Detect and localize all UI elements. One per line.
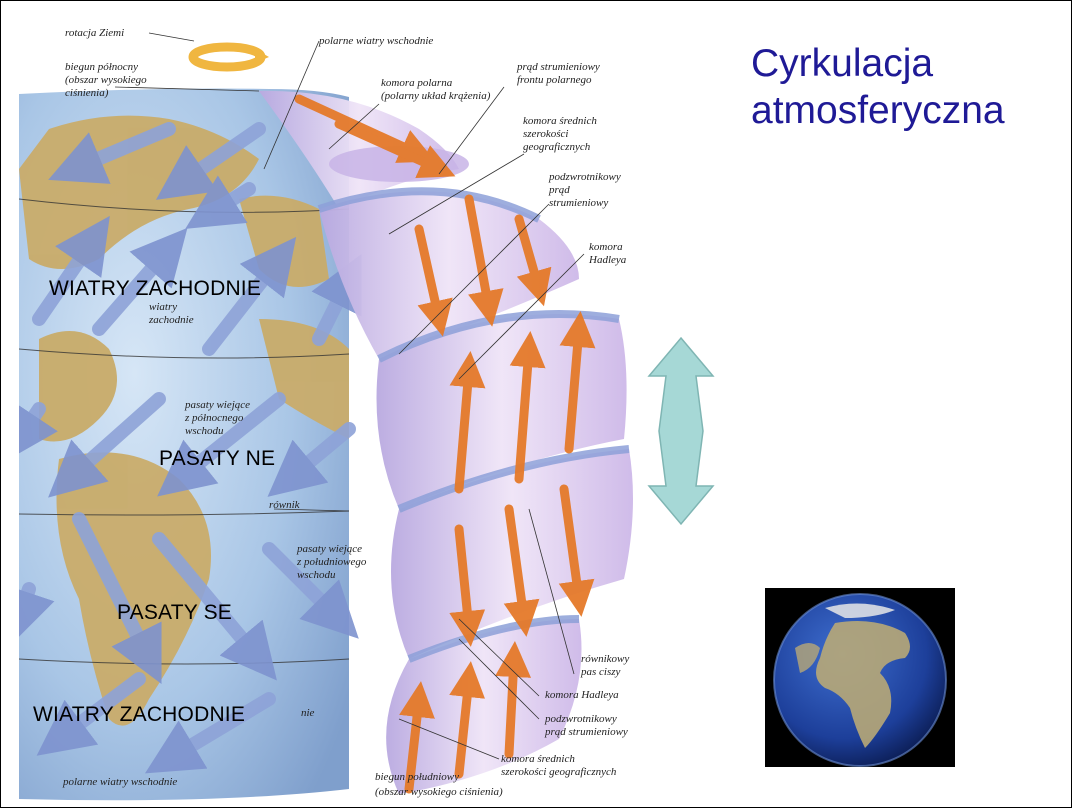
label-westerlies-south-small: nie	[301, 707, 314, 720]
slide-title-line-1: Cyrkulacja	[751, 41, 1071, 88]
label-ferrel-cell-3: geograficznych	[523, 141, 590, 154]
label-hadley-cell-south: komora Hadleya	[545, 689, 619, 702]
label-ferrel-south-2: szerokości geograficznych	[501, 766, 616, 779]
zone-trades-ne: PASATY NE	[159, 447, 275, 471]
label-subtropical-jet-south-2: prąd strumieniowy	[545, 726, 628, 739]
label-westerlies-small-2: zachodnie	[149, 314, 194, 327]
label-subtropical-jet-2: prąd	[549, 184, 570, 197]
label-north-pole-2: (obszar wysokiego	[65, 74, 147, 87]
label-polar-easterlies-top: polarne wiatry wschodnie	[319, 35, 433, 48]
label-earth-rotation: rotacja Ziemi	[65, 27, 124, 40]
label-ferrel-cell-2: szerokości	[523, 128, 568, 141]
circulation-figure: rotacja Ziemi biegun północny (obszar wy…	[19, 19, 647, 807]
label-ferrel-south-1: komora średnich	[501, 753, 575, 766]
label-ferrel-cell-1: komora średnich	[523, 115, 597, 128]
label-ne-trades-1: pasaty wiejące	[185, 399, 250, 412]
label-se-trades-1: pasaty wiejące	[297, 543, 362, 556]
label-subtropical-jet-3: strumieniowy	[549, 197, 608, 210]
slide-title-line-2: atmosferyczna	[751, 88, 1071, 135]
label-subtropical-jet-south-1: podzwrotnikowy	[545, 713, 617, 726]
label-polar-easterlies-bottom: polarne wiatry wschodnie	[63, 776, 177, 789]
label-south-pole-2: (obszar wysokiego ciśnienia)	[375, 786, 503, 799]
label-subtropical-jet-1: podzwrotnikowy	[549, 171, 621, 184]
label-south-pole-1: biegun południowy	[375, 771, 459, 784]
label-ne-trades-3: wschodu	[185, 425, 224, 438]
slide-title: Cyrkulacja atmosferyczna	[751, 41, 1071, 135]
earth-photo	[765, 588, 955, 767]
zone-westerlies-north: WIATRY ZACHODNIE	[49, 277, 261, 301]
zone-trades-se: PASATY SE	[117, 601, 232, 625]
label-polar-jet-1: prąd strumieniowy	[517, 61, 600, 74]
label-north-pole-1: biegun północny	[65, 61, 138, 74]
label-hadley-cell-1: komora	[589, 241, 623, 254]
label-doldrums-1: równikowy	[581, 653, 629, 666]
label-polar-jet-2: frontu polarnego	[517, 74, 591, 87]
label-se-trades-3: wschodu	[297, 569, 336, 582]
label-polar-cell-2: (polarny układ krążenia)	[381, 90, 490, 103]
label-se-trades-2: z południowego	[297, 556, 366, 569]
label-polar-cell-1: komora polarna	[381, 77, 452, 90]
label-westerlies-small-1: wiatry	[149, 301, 177, 314]
label-equator: równik	[269, 499, 300, 512]
label-north-pole-3: ciśnienia)	[65, 87, 108, 100]
label-ne-trades-2: z północnego	[185, 412, 243, 425]
zone-westerlies-south: WIATRY ZACHODNIE	[33, 703, 245, 727]
earth-globe-image	[765, 588, 955, 767]
label-hadley-cell-2: Hadleya	[589, 254, 626, 267]
double-arrow-icon	[641, 336, 721, 526]
label-doldrums-2: pas ciszy	[581, 666, 620, 679]
